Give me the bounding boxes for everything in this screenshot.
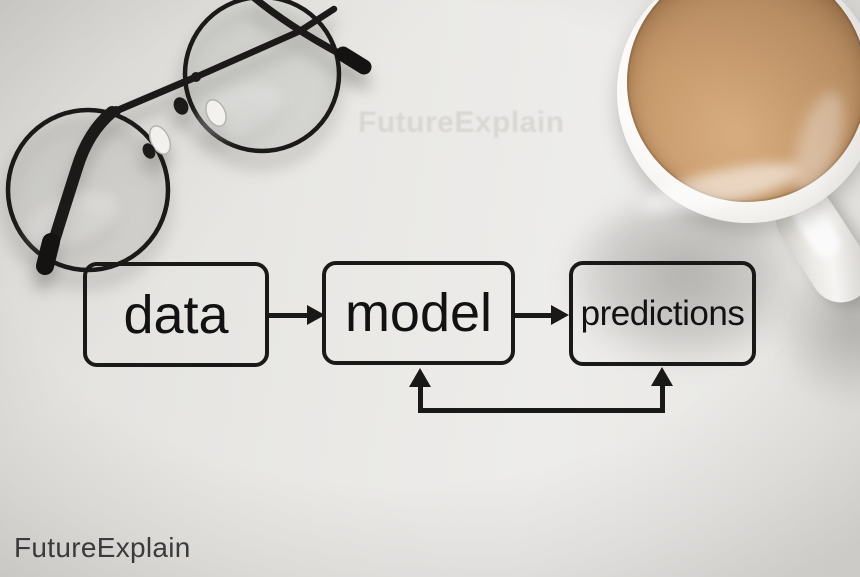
nose-pad [205, 99, 227, 127]
feedback-connector-right-vertical [660, 384, 665, 413]
arrow-data-to-model-line [269, 313, 311, 318]
brand-logo-text: FutureExplain [14, 532, 191, 563]
feedback-connector-bottom [418, 408, 665, 413]
feedback-arrowhead-into-model [409, 368, 431, 387]
eyeglasses-hinge [191, 72, 201, 82]
eyeglasses-right-temple-tip [335, 46, 372, 75]
nose-pad [148, 125, 172, 155]
eyeglasses-bridge [112, 73, 200, 115]
feedback-connector-left-vertical [418, 385, 423, 413]
flow-node-data-label: data [123, 284, 229, 345]
feedback-arrowhead-into-predictions [651, 367, 673, 386]
eyeglasses-left-temple-tip [36, 233, 60, 275]
ghost-watermark: FutureExplain [358, 106, 565, 139]
flow-node-predictions: predictions [569, 261, 756, 366]
arrow-data-to-model-head [307, 305, 325, 325]
eyeglasses [5, 0, 372, 275]
arrow-model-to-predictions-line [515, 313, 555, 318]
flow-node-model: model [322, 261, 515, 365]
nose-pad-arm [173, 97, 189, 115]
flow-node-data: data [83, 262, 269, 367]
nose-pad-arm [142, 143, 156, 159]
cup-shadow [562, 198, 808, 370]
eyeglasses-left-temple [44, 106, 118, 260]
arrow-model-to-predictions-head [551, 305, 569, 325]
flow-node-predictions-label: predictions [580, 293, 745, 333]
eyeglasses-hinge [111, 106, 121, 116]
flow-node-model-label: model [344, 283, 493, 343]
